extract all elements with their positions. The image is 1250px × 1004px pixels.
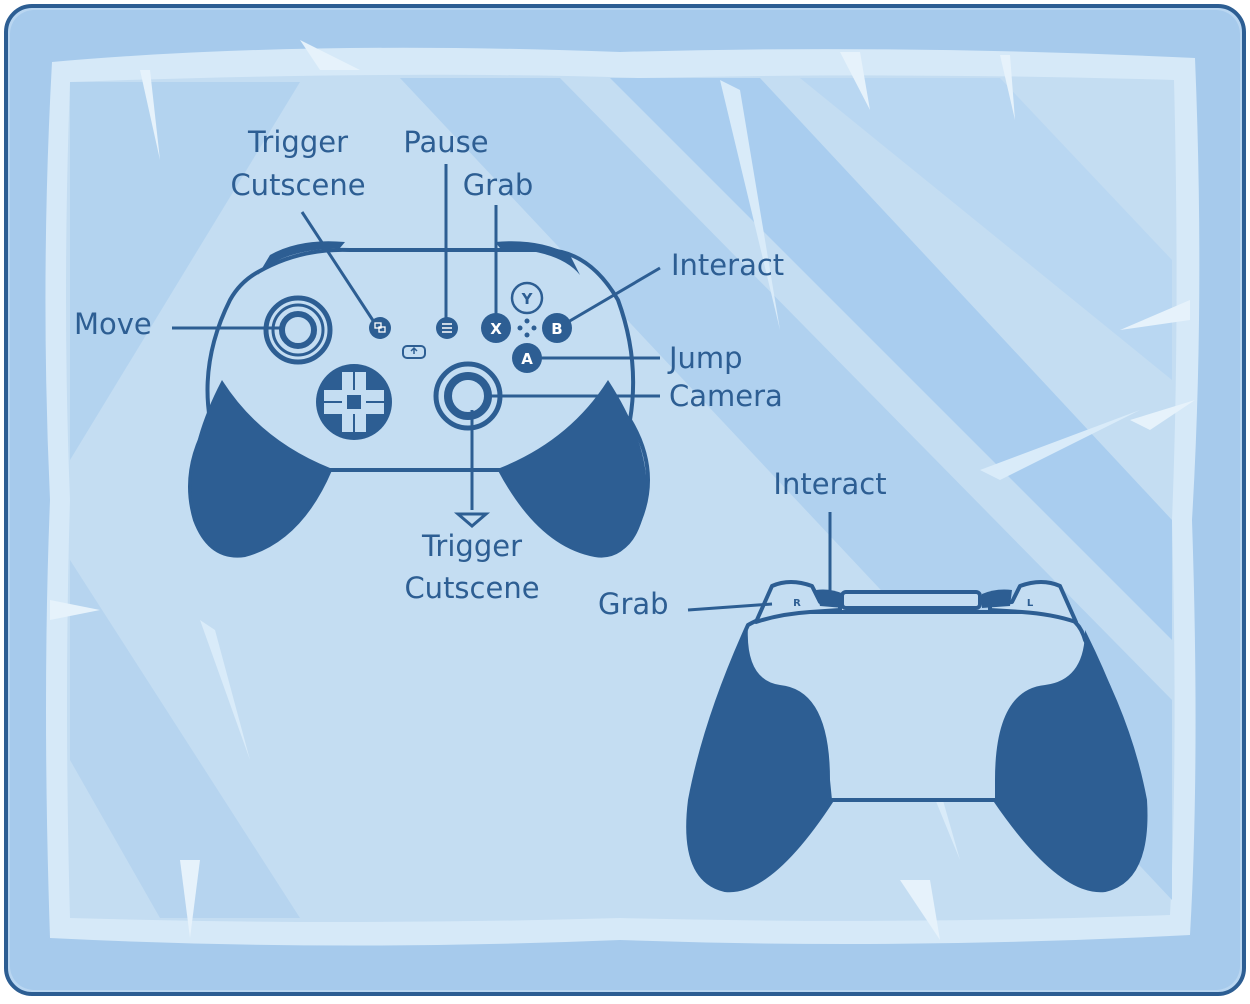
a-button-label: A [521, 350, 533, 368]
b-button-label: B [551, 320, 562, 338]
back-controller: R L [686, 580, 1148, 893]
share-button [402, 345, 426, 359]
front-controller: Y X B A [188, 241, 650, 558]
center-back-strip [840, 590, 982, 610]
y-button [510, 281, 544, 315]
label-pause: Pause [403, 125, 488, 159]
label-trigger-cutscene-top-1: Trigger [247, 125, 348, 159]
label-move: Move [74, 307, 152, 341]
label-grab: Grab [463, 168, 534, 202]
label-jump: Jump [667, 341, 743, 375]
x-button-label: X [490, 320, 502, 338]
y-button-label: Y [521, 290, 534, 308]
back-leader-lines [687, 512, 832, 612]
front-leader-lines [172, 164, 661, 528]
label-trigger-cutscene-top-2: Cutscene [230, 168, 365, 202]
right-bumper-label: R [793, 598, 801, 609]
label-camera: Camera [669, 379, 783, 413]
label-trigger-cutscene-bottom-1: Trigger [421, 529, 522, 563]
x-button [481, 313, 511, 343]
back-labels: Interact Grab [598, 467, 887, 621]
label-back-grab: Grab [598, 587, 669, 621]
label-back-interact: Interact [773, 467, 886, 501]
b-button [542, 313, 572, 343]
left-bumper-label: L [1027, 598, 1034, 609]
label-interact: Interact [671, 248, 784, 282]
a-button [512, 343, 542, 373]
front-labels: Trigger Cutscene Pause Grab Interact Mov… [74, 125, 784, 605]
label-trigger-cutscene-bottom-2: Cutscene [404, 571, 539, 605]
